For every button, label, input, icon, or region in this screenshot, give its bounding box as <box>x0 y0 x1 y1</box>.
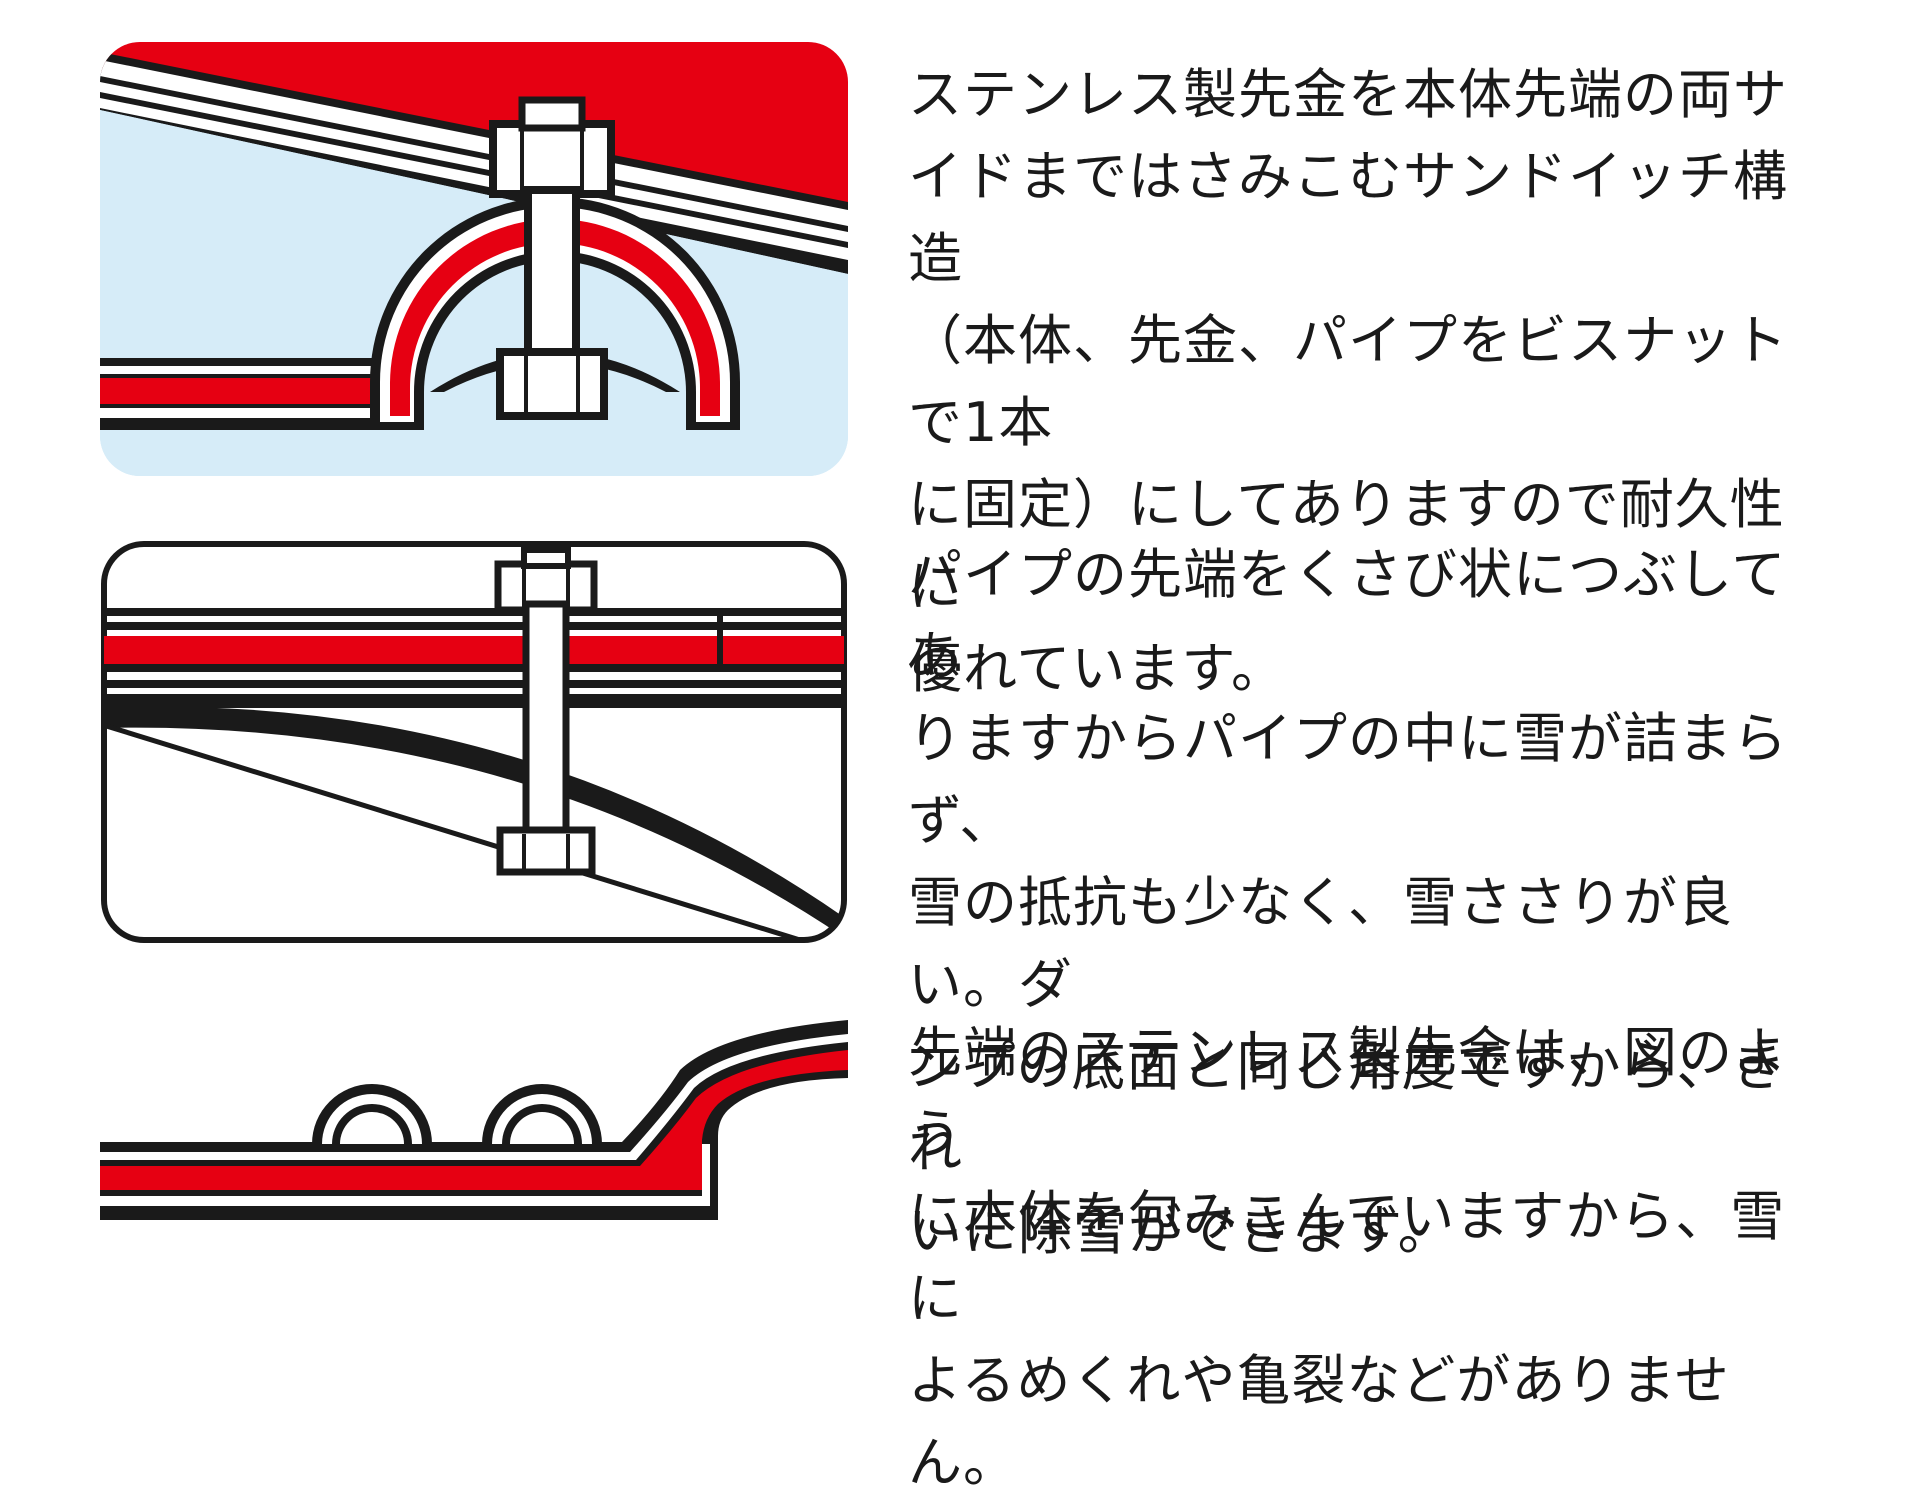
wedge-pipe-diagram <box>100 540 848 974</box>
top-strip-white-2 <box>100 82 848 242</box>
wedge-pipe-description: パイプの先端をくさび状につぶしてあ りますからパイプの中に雪が詰まらず、 雪の抵… <box>908 543 1788 1262</box>
wrapped-tip-description: 先端のステンレス製先金は、図のよう に本体を包みこんでいますから、雪に よるめく… <box>908 1021 1788 1494</box>
bar-black-5 <box>104 694 844 708</box>
bar-black-1 <box>104 608 844 616</box>
bolt-cap <box>521 547 571 569</box>
bolt-cap <box>518 96 586 132</box>
sandwich-structure-diagram <box>100 42 848 476</box>
wrapped-tip-diagram <box>100 1020 848 1260</box>
plate-white-1 <box>100 1034 848 1160</box>
pipe-inner-arc <box>430 352 680 392</box>
dome-left <box>312 1084 432 1144</box>
bar-black-2 <box>104 622 844 630</box>
bolt-nut <box>496 826 596 876</box>
panel-frame <box>101 541 847 943</box>
dome-right <box>482 1084 602 1144</box>
top-strip-white-1 <box>100 60 848 226</box>
sandwich-structure-description: ステンレス製先金を本体先端の両サ イドまではさみこむサンドイッチ構造 （本体、先… <box>908 63 1788 700</box>
top-strip-white-3 <box>100 98 848 260</box>
bottom-plate-white-bottom <box>100 408 392 418</box>
tip-white-fold <box>702 1144 710 1198</box>
bar-black-4 <box>104 680 844 688</box>
bolt-shaft <box>522 600 570 842</box>
bolt-head-top <box>489 120 615 198</box>
sandwich-structure-illustration <box>100 42 848 476</box>
bar-red <box>104 636 844 664</box>
bolt-shaft <box>524 186 580 368</box>
plate-red <box>100 1050 848 1190</box>
wedge-line <box>104 721 801 940</box>
bolt-nut <box>496 348 608 420</box>
plate-white-2 <box>100 1196 710 1206</box>
bottom-plate-red <box>100 378 388 404</box>
bar-black-3 <box>104 664 844 672</box>
wrapped-tip-illustration <box>100 1020 848 1220</box>
wedge-pipe-illustration <box>101 541 847 943</box>
bottom-plate-white-top <box>100 366 392 374</box>
pipe-curve <box>104 706 844 940</box>
